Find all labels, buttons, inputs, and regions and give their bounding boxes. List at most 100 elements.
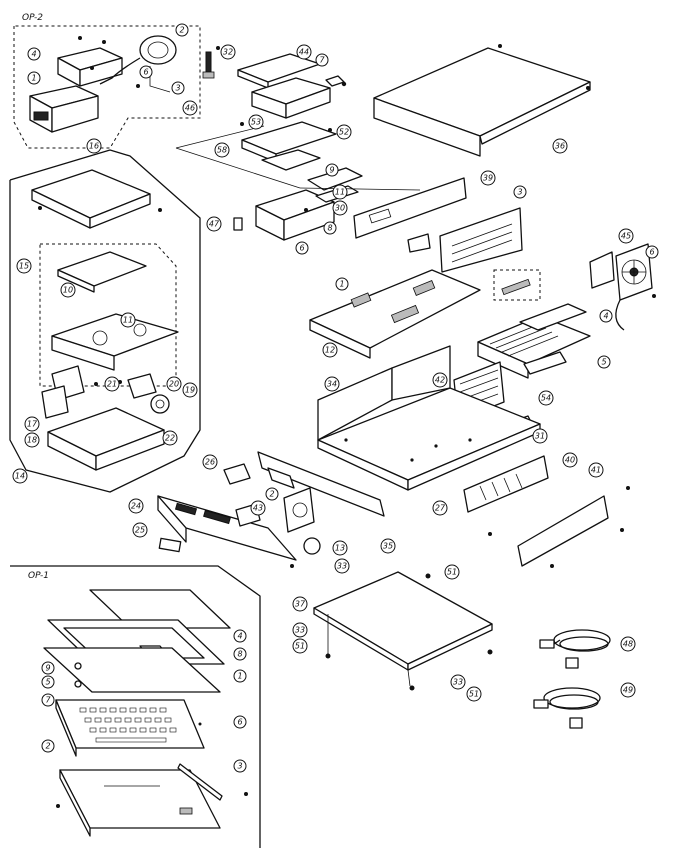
- callout-label: 13: [335, 544, 345, 553]
- callout-label: 51: [469, 690, 479, 699]
- callout-p51b: 51: [292, 638, 308, 654]
- callout-p49: 49: [620, 682, 636, 698]
- callout-label: 42: [435, 376, 445, 385]
- callout-bubble: [466, 686, 482, 702]
- callout-bubble: [432, 500, 448, 516]
- callout-bubble: [60, 282, 76, 298]
- callout-label: 24: [131, 502, 141, 511]
- callout-bubble: [139, 65, 153, 79]
- callout-p13: 13: [332, 540, 348, 556]
- callout-p39: 39: [480, 170, 496, 186]
- callout-label: 6: [299, 244, 304, 253]
- callout-p21: 21: [104, 376, 120, 392]
- callout-p3: 3: [513, 185, 527, 199]
- callout-label: 7: [319, 56, 325, 65]
- callout-p51a: 51: [444, 564, 460, 580]
- callout-label: 3: [175, 84, 180, 93]
- callout-p27: 27: [432, 500, 448, 516]
- callout-label: 15: [19, 262, 29, 271]
- chassis: [317, 345, 541, 491]
- callout-label: 53: [251, 118, 261, 127]
- callout-label: 4: [237, 632, 242, 641]
- callout-label: 49: [623, 686, 633, 695]
- callout-bubble: [597, 355, 611, 369]
- callout-label: 34: [327, 380, 337, 389]
- callout-label: 33: [337, 562, 347, 571]
- callout-p42: 42: [432, 372, 448, 388]
- callout-bubble: [315, 53, 329, 67]
- callout-op1-2: 2: [41, 739, 55, 753]
- callout-bubble: [214, 142, 230, 158]
- callout-bubble: [250, 500, 266, 516]
- callout-p26: 26: [202, 454, 218, 470]
- callout-label: 27: [435, 504, 446, 513]
- callout-bubble: [162, 430, 178, 446]
- callout-bubble: [296, 44, 312, 60]
- callout-bubble: [182, 100, 198, 116]
- callout-bubble: [562, 452, 578, 468]
- callout-label: 25: [135, 526, 145, 535]
- callout-label: 12: [325, 346, 335, 355]
- callout-label: 32: [223, 48, 233, 57]
- callout-bubble: [325, 163, 339, 177]
- callout-bubble: [538, 390, 554, 406]
- callout-bubble: [16, 258, 32, 274]
- callout-bubble: [24, 416, 40, 432]
- callout-p54: 54: [538, 390, 554, 406]
- callout-p37: 37: [292, 596, 308, 612]
- callout-p51c: 51: [466, 686, 482, 702]
- callout-op2-3: 3: [171, 81, 185, 95]
- callout-label: 54: [541, 394, 551, 403]
- callout-label: 20: [169, 380, 179, 389]
- callout-label: 14: [15, 472, 25, 481]
- callout-p20: 20: [166, 376, 182, 392]
- callout-p6b: 6: [645, 245, 659, 259]
- callout-p14: 14: [12, 468, 28, 484]
- callout-label: 52: [339, 128, 349, 137]
- callout-bubble: [86, 138, 102, 154]
- callout-bubble: [27, 71, 41, 85]
- top-cover: [373, 44, 591, 157]
- callout-bubble: [335, 277, 349, 291]
- callout-bubble: [513, 185, 527, 199]
- callout-p40: 40: [562, 452, 578, 468]
- callout-label: 6: [143, 68, 148, 77]
- callout-label: 1: [339, 280, 344, 289]
- top-drive-assembly: [175, 46, 421, 241]
- callout-op1-9: 9: [41, 661, 55, 675]
- callout-bubble: [620, 682, 636, 698]
- callout-bubble: [166, 376, 182, 392]
- callout-bubble: [620, 636, 636, 652]
- callout-p33c: 33: [450, 674, 466, 690]
- callout-label: 43: [253, 504, 263, 513]
- callout-label: 51: [447, 568, 457, 577]
- callout-label: 31: [535, 432, 545, 441]
- callout-label: 21: [107, 380, 117, 389]
- callout-p24: 24: [128, 498, 144, 514]
- callout-bubble: [432, 372, 448, 388]
- callout-label: 26: [205, 458, 215, 467]
- callout-p35: 35: [380, 538, 396, 554]
- main-board-assembly: [309, 269, 591, 435]
- callout-bubble: [182, 382, 198, 398]
- callout-p53: 53: [248, 114, 264, 130]
- callout-label: 7: [45, 696, 51, 705]
- callout-label: 33: [295, 626, 305, 635]
- callout-p22: 22: [162, 430, 178, 446]
- callout-p33b: 33: [292, 622, 308, 638]
- callout-bubble: [380, 538, 396, 554]
- callout-label: 22: [165, 434, 175, 443]
- callout-p44: 44: [296, 44, 312, 60]
- fan-assembly: [589, 243, 656, 331]
- callout-label: 1: [31, 74, 36, 83]
- callout-label: 39: [483, 174, 493, 183]
- callout-label: 3: [517, 188, 522, 197]
- callout-label: 45: [621, 232, 631, 241]
- callout-p19: 19: [182, 382, 198, 398]
- callout-label: 17: [27, 420, 38, 429]
- callout-p6a: 6: [295, 241, 309, 255]
- callout-p58: 58: [214, 142, 230, 158]
- callout-p8: 8: [323, 221, 337, 235]
- callout-p34: 34: [324, 376, 340, 392]
